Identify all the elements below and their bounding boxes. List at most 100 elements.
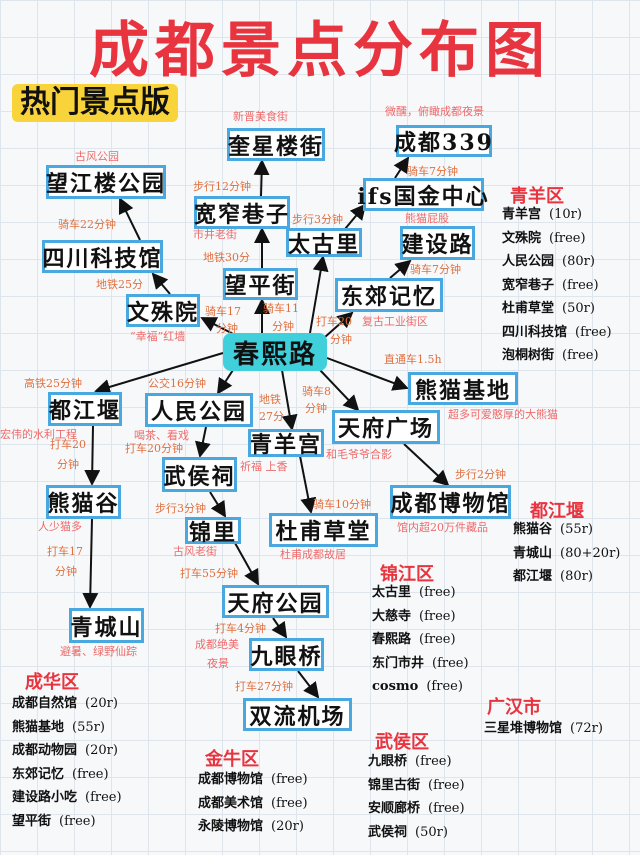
route-arrow bbox=[319, 369, 360, 412]
node-pandabase: 熊猫基地 bbox=[408, 372, 518, 405]
attraction-name: 望平街 bbox=[12, 813, 52, 829]
node-chunxi: 春熙路 bbox=[223, 333, 327, 371]
ticket-price: (free) bbox=[428, 777, 465, 793]
route-annotation: 打车27分钟 bbox=[235, 680, 293, 693]
route-annotation: 骑车7分钟 bbox=[410, 263, 461, 276]
route-arrow bbox=[344, 203, 367, 230]
attraction-name: 人民公园 bbox=[502, 254, 555, 269]
ticket-price: (free) bbox=[59, 813, 96, 829]
route-annotation: 骑车17 bbox=[205, 305, 241, 318]
attraction-name: 成都动物园 bbox=[12, 743, 78, 758]
district-heading: 青羊区 bbox=[510, 186, 564, 207]
ticket-price: (free) bbox=[419, 585, 456, 600]
node-wuhou: 武侯祠 bbox=[162, 457, 237, 492]
node-qingcheng: 青城山 bbox=[69, 608, 144, 643]
district-list: 成都自然馆(20r)熊猫基地(55r)成都动物园(20r)东郊记忆(free)建… bbox=[12, 692, 122, 833]
list-item: 杜甫草堂(50r) bbox=[502, 297, 612, 321]
district-heading: 武侯区 bbox=[375, 732, 429, 753]
attraction-name: 九眼桥 bbox=[368, 754, 408, 769]
route-annotation: 分钟 bbox=[272, 320, 294, 333]
list-item: 成都博物馆(free) bbox=[198, 768, 308, 792]
ticket-price: (free) bbox=[419, 632, 456, 647]
district-heading: 广汉市 bbox=[487, 697, 541, 718]
ticket-price: (free) bbox=[549, 230, 586, 246]
route-annotation: 新晋美食街 bbox=[233, 110, 288, 123]
node-airport: 双流机场 bbox=[243, 698, 352, 731]
attraction-name: 东门市井 bbox=[372, 655, 425, 671]
attraction-name: 永陵博物馆 bbox=[198, 819, 264, 834]
attraction-name: 三星堆博物馆 bbox=[484, 721, 563, 736]
list-item: 熊猫谷(55r) bbox=[513, 518, 620, 542]
node-wenshu: 文殊院 bbox=[126, 294, 200, 327]
attraction-name: 熊猫基地 bbox=[12, 719, 65, 735]
route-annotation: 和毛爷爷合影 bbox=[326, 448, 392, 461]
route-annotation: 喝茶、看戏 bbox=[134, 429, 189, 442]
node-jiuyan: 九眼桥 bbox=[249, 638, 324, 671]
ticket-price: (50r) bbox=[562, 301, 595, 316]
node-museum: 成都博物馆 bbox=[390, 485, 511, 519]
ticket-price: (20r) bbox=[85, 743, 118, 758]
route-annotation: 高铁25分钟 bbox=[24, 377, 82, 390]
route-arrow bbox=[253, 159, 270, 197]
list-item: 望平街 (free) bbox=[12, 810, 122, 834]
ticket-price: (20r) bbox=[85, 696, 118, 711]
route-arrow bbox=[234, 542, 259, 586]
route-annotation: 步行12分钟 bbox=[193, 180, 251, 193]
node-renmin: 人民公园 bbox=[145, 393, 253, 427]
district-list: 成都博物馆(free)成都美术馆(free)永陵博物馆(20r) bbox=[198, 768, 308, 839]
edition-tag: 热门景点版 bbox=[12, 84, 178, 122]
ticket-price: (free) bbox=[575, 324, 612, 340]
route-arrow bbox=[82, 518, 99, 609]
route-arrow bbox=[393, 156, 410, 179]
route-annotation: 超多可爱憨厚的大熊猫 bbox=[448, 408, 558, 421]
ticket-price: (50r) bbox=[415, 824, 448, 840]
list-item: 成都自然馆(20r) bbox=[12, 692, 122, 716]
list-item: 太古里 (free) bbox=[372, 581, 469, 605]
district-list: 熊猫谷(55r)青城山(80+20r)都江堰(80r) bbox=[513, 518, 620, 589]
route-annotation: 骑车11 bbox=[263, 302, 299, 315]
node-kuixing: 奎星楼街 bbox=[227, 128, 325, 161]
list-item: 熊猫基地(55r) bbox=[12, 716, 122, 740]
attraction-name: 泡桐树街 bbox=[502, 348, 555, 363]
list-item: 东门市井(free) bbox=[372, 652, 469, 676]
attraction-name: 都江堰 bbox=[513, 569, 553, 584]
attraction-name: 青城山 bbox=[513, 545, 553, 561]
list-item: 四川科技馆 (free) bbox=[502, 321, 612, 345]
attraction-name: 安顺廊桥 bbox=[368, 801, 421, 816]
attraction-name: 四川科技馆 bbox=[502, 324, 568, 340]
attraction-name: 文殊院 bbox=[502, 230, 542, 246]
route-annotation: 夜景 bbox=[207, 657, 229, 670]
route-annotation: 直通车1.5h bbox=[384, 353, 442, 366]
route-arrow bbox=[94, 352, 224, 395]
route-annotation: 公交16分钟 bbox=[148, 377, 206, 390]
list-item: 大慈寺(free) bbox=[372, 605, 469, 629]
route-arrow bbox=[281, 369, 298, 431]
route-arrow bbox=[209, 491, 227, 518]
route-arrow bbox=[309, 255, 329, 334]
list-item: 永陵博物馆(20r) bbox=[198, 815, 308, 839]
district-list: 太古里(free)大慈寺(free)春熙路(free)东门市井(free)cos… bbox=[372, 581, 469, 699]
node-ifs: ifs国金中心 bbox=[357, 178, 488, 211]
node-taikoo: 太古里 bbox=[286, 228, 362, 258]
attraction-name: 太古里 bbox=[372, 585, 412, 600]
route-annotation: 打车20 bbox=[50, 438, 86, 451]
route-annotation: 成都绝美 bbox=[195, 638, 239, 651]
route-annotation: 复古工业街区 bbox=[362, 315, 428, 328]
ticket-price: (72r) bbox=[570, 721, 603, 736]
route-annotation: 杜甫成都故居 bbox=[280, 548, 346, 561]
node-dufu: 杜甫草堂 bbox=[269, 513, 378, 547]
route-annotation: 分钟 bbox=[330, 333, 352, 346]
attraction-name: 熊猫谷 bbox=[513, 522, 553, 537]
route-annotation: 人少猫多 bbox=[38, 520, 82, 533]
route-annotation: 打车17 bbox=[47, 545, 83, 558]
attraction-name: 东郊记忆 bbox=[12, 766, 65, 782]
route-arrow bbox=[299, 455, 317, 514]
district-list: 九眼桥(free)锦里古街(free)安顺廊桥(free)武侯祠(50r) bbox=[368, 750, 465, 844]
route-annotation: 分钟 bbox=[216, 322, 238, 335]
node-dongjiao: 东郊记忆 bbox=[335, 278, 443, 312]
route-arrow bbox=[403, 443, 450, 487]
ticket-price: (80r) bbox=[560, 569, 593, 584]
ticket-price: (free) bbox=[428, 801, 465, 816]
list-item: 九眼桥(free) bbox=[368, 750, 465, 774]
